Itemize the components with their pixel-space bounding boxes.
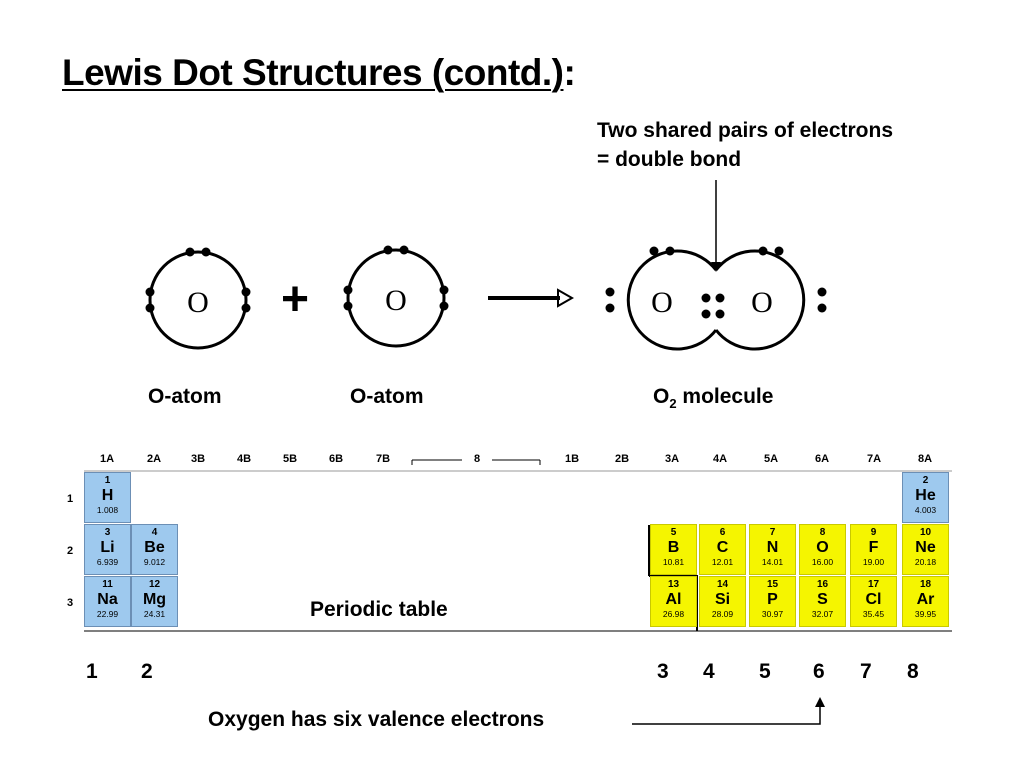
group-header-7a: 7A [866,453,882,465]
valence-number-6: 6 [813,660,825,683]
group-header-7b: 7B [375,453,391,465]
o2-molecule [605,246,827,351]
group-header-6b: 6B [328,453,344,465]
molecule-label-subscript: 2 [669,396,677,412]
valence-number-2: 2 [141,660,153,683]
slide-title-colon: : [563,52,576,93]
molecule-symbol-right: O [751,286,773,319]
valence-number-8: 8 [907,660,919,683]
slide-title: Lewis Dot Structures (contd.): [62,52,576,94]
oxygen-atom-2 [343,245,449,348]
molecule-label-o: O [653,385,670,408]
valence-pointer-arrow [632,697,825,725]
group-header-1a: 1A [99,453,115,465]
group-header-3b: 3B [190,453,206,465]
valence-number-4: 4 [703,660,715,683]
valence-number-3: 3 [657,660,669,683]
valence-number-5: 5 [759,660,771,683]
atom-symbol-1: O [187,286,209,319]
group-header-5a: 5A [763,453,779,465]
annotation-pointer-arrowhead [711,262,721,272]
periodic-table: 1A 2A 3B 4B 5B 6B 7B 8 1B 2B 3A 4A 5A 6A… [62,445,962,645]
row-number-1: 1 [67,493,74,505]
double-bond-annotation: Two shared pairs of electrons = double b… [597,116,893,174]
periodic-table-label: Periodic table [310,598,448,621]
group-header-8a: 8A [917,453,933,465]
plus-sign: + [281,273,309,326]
reaction-arrow [488,288,575,308]
label-o-atom-1: O-atom [148,385,222,408]
row-number-2: 2 [67,545,74,557]
group-header-8: 8 [473,453,481,465]
group-header-4b: 4B [236,453,252,465]
label-o-atom-2: O-atom [350,385,424,408]
group-header-3a: 3A [664,453,680,465]
valence-number-7: 7 [860,660,872,683]
group-header-6a: 6A [814,453,830,465]
group-header-1b: 1B [564,453,580,465]
molecule-symbol-left: O [651,286,673,319]
slide-title-text: Lewis Dot Structures (contd.) [62,52,564,93]
molecule-label-text: molecule [676,385,774,408]
group-header-5b: 5B [282,453,298,465]
valence-note: Oxygen has six valence electrons [208,708,545,731]
annotation-line-1: Two shared pairs of electrons [597,119,894,142]
group-header-2a: 2A [146,453,162,465]
atom-symbol-2: O [385,284,407,317]
valence-number-1: 1 [86,660,98,683]
oxygen-atom-1 [145,247,251,350]
group-header-2b: 2B [614,453,630,465]
label-o2-molecule: O2 molecule [653,385,773,411]
row-number-3: 3 [67,597,74,609]
group-header-4a: 4A [712,453,728,465]
annotation-line-2: = double bond [597,148,742,171]
